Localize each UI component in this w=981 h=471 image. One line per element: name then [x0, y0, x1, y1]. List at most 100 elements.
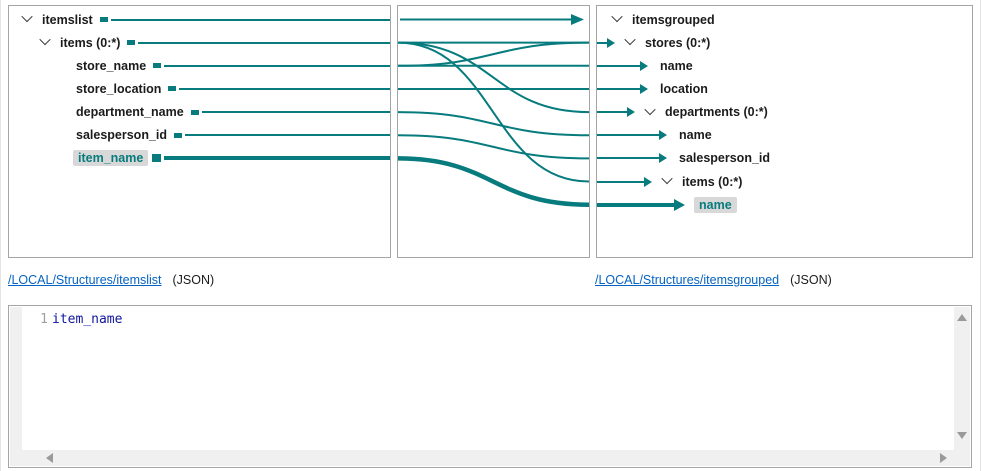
arrowhead-icon	[644, 176, 652, 187]
scroll-right-icon[interactable]	[940, 453, 947, 463]
arrow-shaft	[597, 111, 628, 114]
mapping-line[interactable]	[138, 41, 390, 44]
arrow-shaft	[597, 134, 660, 137]
wire-items-to-items[interactable]	[398, 41, 589, 183]
mapping-line[interactable]	[179, 87, 390, 90]
target-node-stores0[interactable]: stores (0:*)	[597, 31, 972, 54]
target-node-items0[interactable]: items (0:*)	[597, 170, 972, 193]
arrow-shaft	[597, 157, 660, 160]
target-node-name[interactable]: name	[597, 193, 972, 216]
source-node-store_location[interactable]: store_location	[9, 77, 390, 100]
source-structure-link[interactable]: /LOCAL/Structures/itemslist	[8, 273, 162, 287]
chevron-down-icon[interactable]	[644, 103, 656, 115]
node-label: name	[660, 58, 693, 73]
wire-items-to-departments[interactable]	[398, 41, 589, 114]
arrowhead-icon	[659, 130, 667, 141]
chevron-down-icon[interactable]	[39, 34, 51, 46]
target-node-name[interactable]: name	[597, 124, 972, 147]
horizontal-scrollbar[interactable]	[10, 450, 954, 466]
node-label: store_name	[76, 58, 147, 73]
expression-editor[interactable]: 1 item_name	[8, 305, 972, 468]
chevron-down-icon[interactable]	[21, 10, 33, 23]
chevron-down-icon[interactable]	[611, 10, 623, 23]
scroll-left-icon[interactable]	[46, 453, 53, 463]
connector-pin-icon[interactable]	[152, 154, 162, 163]
target-structure-link[interactable]: /LOCAL/Structures/itemsgrouped	[595, 273, 780, 287]
node-label: items (0:*)	[682, 174, 743, 189]
connector-pin-icon[interactable]	[153, 63, 162, 69]
wire-salesperson_id-to-salesperson_id[interactable]	[398, 134, 589, 160]
chevron-down-icon[interactable]	[624, 34, 636, 46]
node-label: salesperson_id	[679, 151, 771, 166]
mapping-wires[interactable]	[398, 6, 589, 257]
source-node-item_name[interactable]: item_name	[9, 147, 390, 170]
source-node-store_name[interactable]: store_name	[9, 54, 390, 77]
connector-pin-icon[interactable]	[190, 109, 199, 115]
node-label: location	[660, 81, 708, 96]
arrowhead-icon	[607, 37, 615, 48]
source-node-department_name[interactable]: department_name	[9, 101, 390, 124]
source-node-salesperson_id[interactable]: salesperson_id	[9, 124, 390, 147]
wire-department_name-to-name[interactable]	[398, 111, 589, 137]
connector-pin-icon[interactable]	[99, 17, 108, 22]
arrow-shaft	[597, 202, 676, 207]
arrow-shaft	[597, 87, 641, 90]
source-node-items0[interactable]: items (0:*)	[9, 31, 390, 54]
arrowhead-icon	[627, 107, 635, 118]
target-node-name[interactable]: name	[597, 54, 972, 77]
source-tree-panel: itemslist items (0:*) store_name store_loca…	[8, 5, 391, 258]
target-node-departments0[interactable]: departments (0:*)	[597, 101, 972, 124]
mapping-arrow[interactable]	[597, 106, 635, 118]
arrowhead-icon	[659, 153, 667, 164]
source-structure-group: /LOCAL/Structures/itemslist (JSON)	[8, 273, 214, 287]
mapping-arrow[interactable]	[597, 37, 615, 49]
mapping-line[interactable]	[110, 18, 390, 21]
node-label: itemsgrouped	[632, 12, 715, 27]
target-structure-group: /LOCAL/Structures/itemsgrouped (JSON)	[595, 273, 832, 287]
scroll-up-icon[interactable]	[957, 314, 967, 321]
target-node-location[interactable]: location	[597, 77, 972, 100]
arrowhead-icon	[571, 14, 584, 25]
target-node-salesperson_id[interactable]: salesperson_id	[597, 147, 972, 170]
scroll-down-icon[interactable]	[957, 432, 967, 439]
editor-line-number: 1	[22, 307, 48, 450]
connector-pin-icon[interactable]	[168, 86, 177, 92]
arrow-shaft	[597, 41, 608, 44]
node-label: department_name	[76, 105, 184, 120]
mapping-line[interactable]	[164, 156, 390, 161]
structure-links-row: /LOCAL/Structures/itemslist (JSON) /LOCA…	[0, 273, 981, 291]
arrowhead-icon	[674, 198, 685, 211]
vertical-scrollbar[interactable]	[954, 307, 970, 466]
mapping-arrow[interactable]	[597, 198, 685, 211]
mapping-arrow[interactable]	[597, 60, 648, 72]
node-label: salesperson_id	[76, 128, 168, 143]
mapping-line[interactable]	[201, 111, 390, 114]
chevron-down-icon[interactable]	[661, 172, 673, 185]
target-node-itemsgrouped[interactable]: itemsgrouped	[597, 8, 972, 31]
mapping-line[interactable]	[185, 134, 390, 137]
wire-item_name-to-name[interactable]	[398, 156, 589, 207]
mapping-arrow[interactable]	[597, 152, 667, 164]
mapping-arrow[interactable]	[597, 176, 652, 188]
node-label: departments (0:*)	[665, 105, 768, 120]
mapping-line[interactable]	[164, 64, 390, 67]
arrow-shaft	[597, 64, 641, 67]
node-label: items (0:*)	[60, 35, 121, 50]
target-format-label: (JSON)	[790, 273, 832, 287]
connector-pin-icon[interactable]	[174, 132, 183, 138]
connector-pin-icon[interactable]	[127, 40, 136, 46]
editor-code-text[interactable]: item_name	[52, 312, 123, 327]
target-tree-panel: itemsgrouped stores (0:*) name location depa…	[596, 5, 973, 258]
node-label: name	[694, 196, 737, 213]
mapping-arrow[interactable]	[597, 129, 667, 141]
arrowhead-icon	[640, 83, 648, 94]
source-node-itemslist[interactable]: itemslist	[9, 8, 390, 31]
source-format-label: (JSON)	[172, 273, 215, 287]
node-label: name	[679, 128, 712, 143]
mapping-wires-panel	[397, 5, 590, 258]
arrow-shaft	[597, 180, 645, 183]
mapping-arrow[interactable]	[597, 83, 648, 95]
node-label: item_name	[73, 150, 149, 167]
node-label: store_location	[76, 81, 162, 96]
